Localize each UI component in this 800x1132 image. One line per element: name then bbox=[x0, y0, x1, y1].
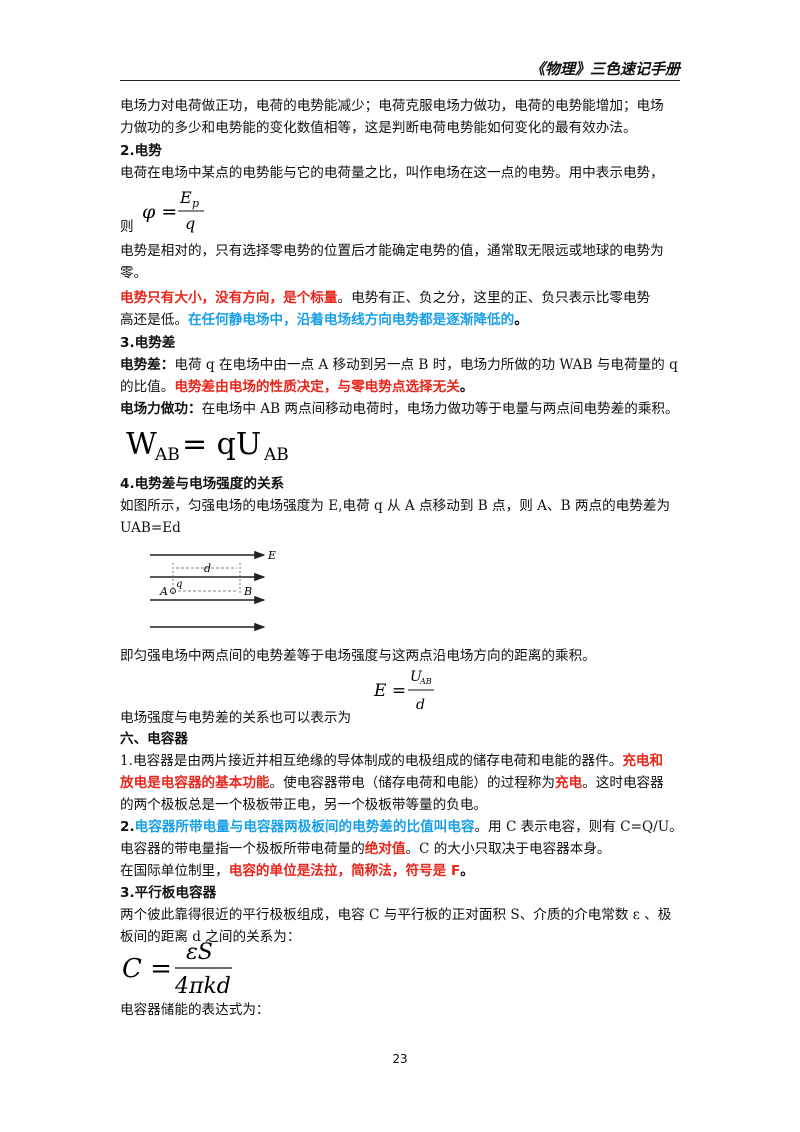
formula-rhs: = qU bbox=[182, 427, 261, 462]
text-line: 放电是电容器的基本功能。使电容器带电（储存电荷和电能）的过程称为充电。这时电容器 bbox=[120, 775, 664, 791]
label-d: d bbox=[204, 562, 211, 575]
formula-lhs: C = bbox=[122, 954, 172, 984]
formula-field-strength: E = U AB d bbox=[373, 669, 434, 713]
formula-potential: φ = E p q bbox=[142, 188, 204, 233]
highlight-red: 电势差由电场的性质决定，与零电势点选择无关 bbox=[174, 379, 460, 395]
text-line: 电场力对电荷做正功，电荷的电势能减少；电荷克服电场力做功，电荷的电势能增加；电场 bbox=[120, 98, 664, 114]
section-heading: 六、电容器 bbox=[120, 731, 188, 747]
text-line: 电势差：电荷 q 在电场中由一点 A 移动到另一点 B 时，电场力所做的功 WA… bbox=[120, 357, 678, 373]
highlight-blue: 电容器所带电量与电容器两极板间的电势差的比值叫电容 bbox=[134, 819, 475, 835]
formula-numerator: U bbox=[410, 669, 423, 685]
highlight-red: 充电 bbox=[555, 775, 583, 791]
text-line: 电势是相对的，只有选择零电势的位置后才能确定电势的值，通常取无限远或地球的电势为 bbox=[120, 243, 664, 259]
formula-denominator: 4πkd bbox=[174, 974, 231, 999]
highlight-red: 绝对值 bbox=[364, 841, 406, 857]
formula-work: W AB = qU AB bbox=[126, 427, 289, 465]
label-b: B bbox=[243, 585, 252, 598]
label-e: E bbox=[267, 549, 276, 562]
text-line: 如图所示，匀强电场的电场强度为 E,电荷 q 从 A 点移动到 B 点，则 A、… bbox=[120, 498, 671, 514]
text-line: UAB=Ed bbox=[120, 520, 181, 536]
highlight-red: 电势只有大小，没有方向，是个标量 bbox=[120, 290, 338, 306]
text-line: 电场力做功：在电场中 AB 两点间移动电荷时，电场力做功等于电量与两点间电势差的… bbox=[120, 401, 679, 417]
formula-capacitance: C = εS 4πkd bbox=[122, 940, 232, 999]
field-diagram: E d q A B bbox=[150, 549, 276, 632]
text-line: 2.电容器所带电量与电容器两极板间的电势差的比值叫电容。用 C 表示电容，则有 … bbox=[120, 819, 683, 835]
formula-numerator-sub: AB bbox=[419, 677, 432, 686]
text-line: 1.电容器是由两片接近并相互绝缘的导体制成的电极组成的储存电荷和电能的器件。充电… bbox=[120, 753, 664, 769]
section-heading: 3.电势差 bbox=[120, 335, 176, 351]
text-line: 在国际单位制里，电容的单位是法拉，简称法，符号是 F。 bbox=[120, 863, 474, 879]
formula-w-sub: AB bbox=[154, 445, 180, 465]
text-line: 电荷在电场中某点的电势能与它的电荷量之比，叫作电场在这一点的电势。用中表示电势， bbox=[120, 165, 664, 181]
text-line: 电场强度与电势差的关系也可以表示为 bbox=[120, 710, 352, 726]
highlight-red: 充电和 bbox=[622, 753, 664, 769]
formula-numerator: εS bbox=[186, 940, 213, 965]
formula-w: W bbox=[126, 427, 157, 462]
text-line: 的比值。电势差由电场的性质决定，与零电势点选择无关。 bbox=[120, 379, 474, 395]
text-line: 则 bbox=[120, 219, 134, 235]
text-line: 电容器的带电量指一个极板所带电荷量的绝对值。C 的大小只取决于电容器本身。 bbox=[120, 841, 611, 857]
formula-lhs: φ = bbox=[142, 201, 177, 223]
charge-dot bbox=[170, 588, 176, 594]
formula-rhs-sub: AB bbox=[263, 445, 289, 465]
page-header-title: 《物理》三色速记手册 bbox=[529, 60, 680, 78]
text-line: 高还是低。在任何静电场中，沿着电场线方向电势都是逐渐降低的。 bbox=[120, 312, 528, 328]
header-rule bbox=[120, 80, 680, 81]
label-q: q bbox=[176, 579, 182, 590]
text-line: 电容器储能的表达式为： bbox=[120, 1002, 270, 1018]
text-line: 力做功的多少和电势能的变化数值相等，这是判断电荷电势能如何变化的最有效办法。 bbox=[120, 120, 637, 136]
section-heading: 4.电势差与电场强度的关系 bbox=[120, 476, 285, 492]
formula-numerator-sub: p bbox=[192, 197, 199, 210]
text-line: 两个彼此靠得很近的平行极板组成，电容 C 与平行板的正对面积 S、介质的介电常数… bbox=[120, 907, 672, 923]
label-a: A bbox=[159, 585, 168, 598]
formula-denominator: d bbox=[416, 697, 425, 713]
section-heading: 3.平行板电容器 bbox=[120, 885, 217, 901]
formula-lhs: E = bbox=[373, 681, 406, 701]
text-line: 电势只有大小，没有方向，是个标量。电势有正、负之分，这里的正、负只表示比零电势 bbox=[120, 290, 651, 306]
formula-denominator: q bbox=[185, 214, 195, 233]
formula-numerator: E bbox=[179, 188, 192, 207]
section-heading: 2.电势 bbox=[120, 143, 162, 159]
text-line: 零。 bbox=[120, 265, 148, 281]
page-number: 23 bbox=[392, 1052, 408, 1066]
highlight-blue: 在任何静电场中，沿着电场线方向电势都是逐渐降低的 bbox=[187, 312, 515, 328]
text-line: 板间的距离 d 之间的关系为： bbox=[120, 929, 301, 945]
highlight-red: 电容的单位是法拉，简称法，符号是 F bbox=[228, 863, 461, 879]
text-line: 即匀强电场中两点间的电势差等于电场强度与这两点沿电场方向的距离的乘积。 bbox=[120, 648, 596, 664]
highlight-red: 放电是电容器的基本功能 bbox=[120, 775, 270, 791]
text-line: 的两个极板总是一个极板带正电，另一个极板带等量的负电。 bbox=[120, 797, 488, 813]
